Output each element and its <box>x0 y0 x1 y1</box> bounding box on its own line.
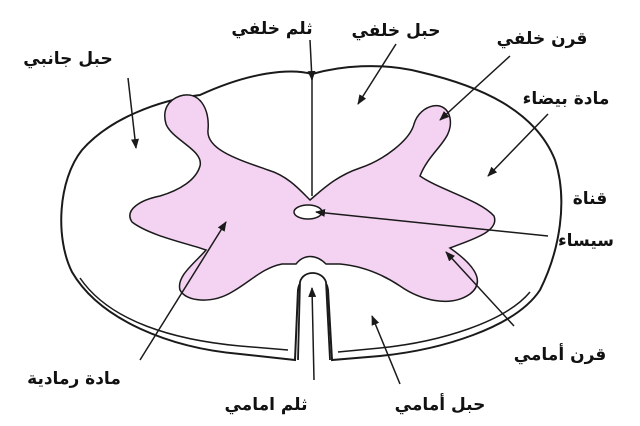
label-posterior-sulcus: ثلم خلفي <box>231 19 312 39</box>
label-white-matter: مادة بيضاء <box>523 89 610 109</box>
label-central-canal-line1: قناة <box>573 189 608 209</box>
label-gray-matter: مادة رمادية <box>27 369 121 389</box>
label-central-canal-line2: سيساء <box>558 231 614 251</box>
label-posterior-horn: قرن خلفي <box>497 29 588 49</box>
label-lateral-column: حبل جانبي <box>23 49 112 69</box>
label-posterior-column: حبل خلفي <box>352 21 441 41</box>
label-anterior-horn: قرن أمامي <box>514 343 607 365</box>
label-anterior-fissure: ثلم امامي <box>224 395 307 415</box>
label-anterior-column: حبل أمامي <box>395 393 486 415</box>
